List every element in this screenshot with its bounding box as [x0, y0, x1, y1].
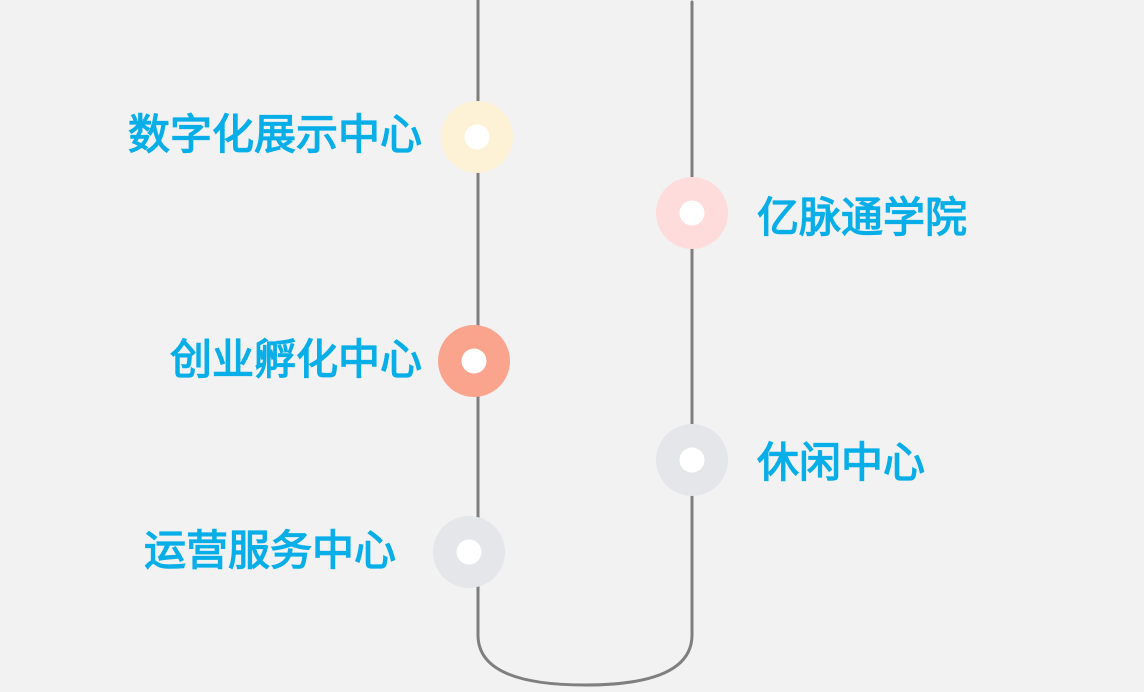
- node-inner-dot: [679, 200, 705, 226]
- node-inner-dot: [464, 124, 490, 150]
- node-inner-dot: [679, 447, 705, 473]
- node-label: 运营服务中心: [143, 526, 396, 575]
- timeline-track: [476, 0, 694, 687]
- node-inner-dot: [456, 539, 482, 565]
- node-label: 创业孵化中心: [169, 335, 422, 384]
- node-label: 休闲中心: [757, 438, 926, 487]
- node-label: 亿脉通学院: [757, 193, 968, 242]
- node-label: 数字化展示中心: [127, 110, 422, 159]
- node-inner-dot: [461, 348, 487, 374]
